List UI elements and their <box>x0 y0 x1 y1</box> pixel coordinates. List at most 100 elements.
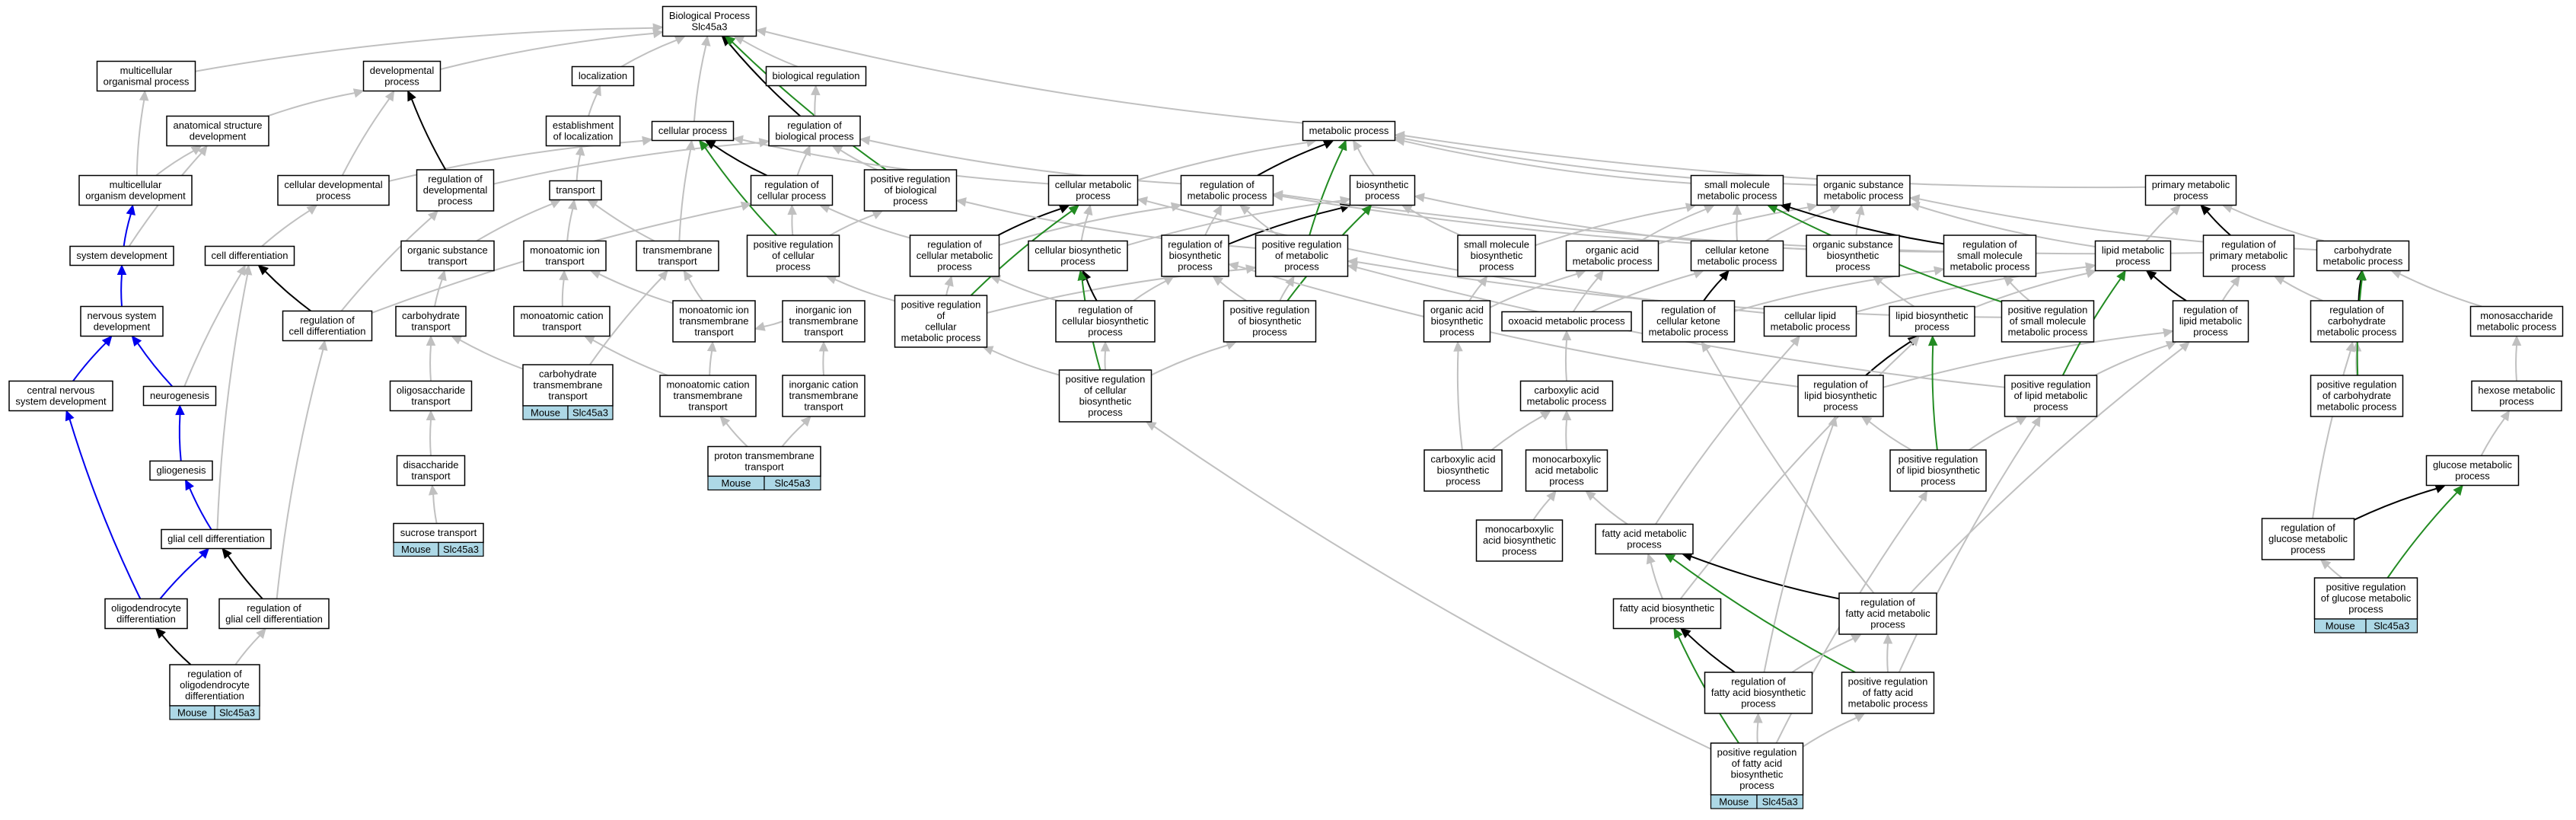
go-term-node[interactable]: localization <box>571 65 635 87</box>
go-term-node[interactable]: metabolic process <box>1302 120 1396 142</box>
go-term-node[interactable]: system development <box>69 245 174 266</box>
go-term-node[interactable]: glial cell differentiation <box>161 528 272 550</box>
go-term-node[interactable]: biological regulation <box>765 65 867 87</box>
edge-line <box>1886 643 1889 673</box>
go-term-node[interactable]: transport <box>549 180 602 201</box>
go-term-node[interactable]: gliogenesis <box>149 460 213 481</box>
node-label-line: of fatty acid <box>1732 758 1782 769</box>
go-term-node[interactable]: regulation ofoligodendrocytedifferentiat… <box>169 664 260 720</box>
relation-edge <box>216 264 253 530</box>
relation-edge <box>123 204 135 247</box>
species-tag: Mouse <box>1710 794 1758 809</box>
go-term-node[interactable]: cellular process <box>651 120 735 142</box>
node-label-line: monoatomic ion <box>679 305 749 316</box>
go-term-node[interactable]: cell differentiation <box>204 245 295 266</box>
go-term-node[interactable]: oxoacid metabolic process <box>1501 311 1632 332</box>
node-box <box>1519 380 1614 412</box>
go-term-node[interactable]: neurogenesis <box>142 385 217 407</box>
node-box <box>2313 577 2418 620</box>
edge-line <box>765 30 1303 124</box>
